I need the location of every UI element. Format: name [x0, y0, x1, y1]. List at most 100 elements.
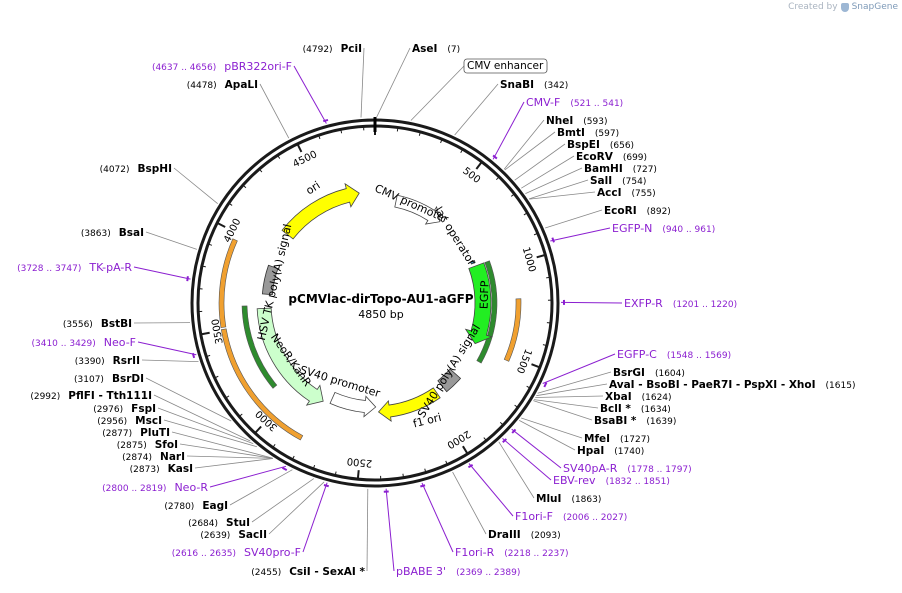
site-name: ApaLI	[225, 79, 258, 91]
tick-mark	[537, 255, 546, 257]
primer-label[interactable]: CMV-F(521 .. 541)	[526, 96, 623, 109]
enzyme-label[interactable]: (3863)BsaI	[81, 227, 144, 239]
feature-callout[interactable]: CMV enhancer	[467, 60, 544, 72]
site-name: HpaI	[577, 445, 604, 457]
primer-mark	[193, 353, 194, 358]
label-hsv-tk-polya: HSV TK poly(A) signal	[255, 223, 294, 342]
feature-ori[interactable]	[282, 184, 359, 239]
site-position: (2639)	[200, 531, 230, 541]
enzyme-label[interactable]: (2639)SacII	[200, 529, 267, 541]
site-name: BsrGI	[613, 367, 645, 379]
enzyme-label[interactable]: EcoRV(699)	[576, 151, 647, 163]
enzyme-label[interactable]: (3107)BsrDI	[74, 373, 144, 385]
enzyme-label[interactable]: BsrGI(1604)	[613, 367, 685, 379]
site-position: (1863)	[571, 495, 601, 505]
site-position: (2976)	[93, 405, 123, 415]
leader-line	[512, 429, 561, 468]
enzyme-label[interactable]: HpaI (1740)	[577, 445, 644, 457]
leader-line	[269, 482, 324, 534]
enzyme-label[interactable]: DraIII(2093)	[488, 529, 561, 541]
enzyme-label[interactable]: (2455)CsiI - SexAI *	[251, 566, 365, 578]
leader-line	[543, 354, 615, 384]
enzyme-label[interactable]: SnaBI(342)	[500, 79, 568, 91]
site-position: (727)	[633, 165, 657, 175]
primer-label[interactable]: F1ori-F(2006 .. 2027)	[515, 510, 627, 523]
leader-line	[411, 65, 465, 121]
leader-line	[545, 210, 602, 228]
enzyme-label[interactable]: (2874)NarI	[122, 451, 185, 463]
enzyme-label[interactable]: (4478)ApaLI	[187, 79, 258, 91]
enzyme-label[interactable]: (4792)PciI	[303, 43, 362, 55]
site-position: (1634)	[641, 405, 671, 415]
tick-label: 1000	[520, 246, 538, 273]
enzyme-label[interactable]: (3556)BstBI	[63, 318, 132, 330]
enzyme-label[interactable]: EcoRI(892)	[604, 205, 671, 217]
enzyme-label[interactable]: (2684)StuI	[188, 517, 250, 529]
enzyme-label[interactable]: MfeI(1727)	[584, 433, 650, 445]
enzyme-label[interactable]: AccI(755)	[597, 187, 656, 199]
enzyme-label[interactable]: BclI *(1634)	[600, 403, 671, 415]
site-position: (2006 .. 2027)	[563, 513, 627, 523]
primer-label[interactable]: SV40pA-R(1778 .. 1797)	[563, 462, 692, 475]
site-name: BsrDI	[112, 373, 144, 385]
site-position: (342)	[544, 81, 568, 91]
enzyme-label[interactable]: (2877)PluTI	[102, 427, 170, 439]
site-position: (1740)	[614, 447, 644, 457]
enzyme-label[interactable]: BmtI(597)	[557, 127, 619, 139]
leader-line	[138, 342, 196, 355]
site-position: (2455)	[251, 568, 281, 578]
site-position: (597)	[595, 129, 619, 139]
enzyme-label[interactable]: (2875)SfoI	[117, 439, 178, 451]
primer-label[interactable]: (4637 .. 4656)pBR322ori-F	[152, 60, 292, 73]
primer-label[interactable]: EGFP-N(940 .. 961)	[612, 222, 715, 235]
primer-label[interactable]: EBV-rev(1832 .. 1851)	[553, 474, 670, 487]
enzyme-label[interactable]: (2780)EagI	[164, 500, 228, 512]
enzyme-label[interactable]: AseI(7)	[412, 43, 460, 55]
leader-line	[260, 84, 289, 138]
enzyme-label[interactable]: BsaBI *(1639)	[594, 415, 676, 427]
site-name: CMV enhancer	[467, 60, 544, 72]
primer-label[interactable]: pBABE 3'(2369 .. 2389)	[396, 565, 520, 578]
enzyme-label[interactable]: XbaI(1624)	[605, 391, 672, 403]
primer-label[interactable]: EGFP-C(1548 .. 1569)	[617, 348, 731, 361]
enzyme-label[interactable]: (2976)FspI	[93, 403, 156, 415]
site-name: NarI	[160, 451, 185, 463]
enzyme-label[interactable]: (2956)MscI	[97, 415, 162, 427]
site-name: EBV-rev	[553, 474, 596, 487]
primer-mark	[187, 276, 188, 281]
plasmid-length: 4850 bp	[358, 308, 403, 321]
enzyme-label[interactable]: NheI(593)	[546, 115, 608, 127]
leader-line	[536, 384, 607, 396]
enzyme-label[interactable]: SalI(754)	[590, 175, 646, 187]
site-position: (2369 .. 2389)	[456, 568, 520, 578]
enzyme-label[interactable]: BamHI(727)	[584, 163, 657, 175]
primer-label[interactable]: (2800 .. 2819)Neo-R	[102, 481, 208, 494]
primer-label[interactable]: (3410 .. 3429)Neo-F	[31, 336, 136, 349]
tick-mark	[255, 427, 261, 434]
enzyme-label[interactable]: (2992)PflFI - Tth111I	[30, 390, 152, 402]
primer-label[interactable]: EXFP-R(1201 .. 1220)	[624, 297, 737, 310]
primer-label[interactable]: F1ori-R(2218 .. 2237)	[455, 546, 569, 559]
site-name: EcoRI	[604, 205, 637, 217]
site-position: (1639)	[646, 417, 676, 427]
enzyme-label[interactable]: MluI(1863)	[536, 493, 601, 505]
enzyme-label[interactable]: (4072)BspHI	[100, 163, 172, 175]
tick-mark	[397, 127, 398, 131]
site-name: Neo-F	[104, 336, 136, 349]
enzyme-label[interactable]: (2873)KasI	[130, 463, 193, 475]
tick-label: 2500	[346, 455, 372, 468]
enzyme-label[interactable]: AvaI - BsoBI - PaeR7I - PspXI - XhoI(161…	[609, 379, 855, 391]
primer-label[interactable]: (3728 .. 3747)TK-pA-R	[17, 261, 132, 274]
leader-line	[303, 483, 327, 552]
primer-label[interactable]: (2616 .. 2635)SV40pro-F	[172, 546, 301, 559]
credit-brand: SnapGene	[852, 2, 898, 12]
site-name: MfeI	[584, 433, 610, 445]
tick-mark	[463, 446, 468, 454]
leader-line	[538, 372, 611, 393]
leader-line	[535, 396, 603, 398]
snapgene-credit: Created by SnapGene	[788, 2, 898, 12]
enzyme-label[interactable]: BspEI(656)	[567, 139, 634, 151]
enzyme-label[interactable]: (3390)RsrII	[75, 355, 140, 367]
leader-line	[469, 464, 513, 517]
